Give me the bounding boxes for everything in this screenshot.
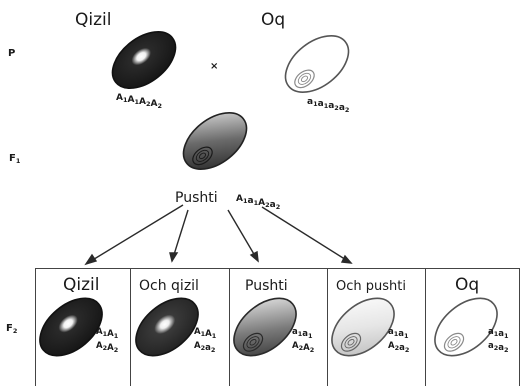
f2-genotype-bottom-qizil: A2A2 xyxy=(96,341,118,354)
f1-seed xyxy=(182,112,248,170)
f2-cell-oq: Oq a1a1 a2a2 xyxy=(434,275,509,357)
seed-germ-ring xyxy=(300,75,309,83)
seed-body xyxy=(284,35,350,93)
arrowhead-qizil xyxy=(84,253,98,266)
seed-body xyxy=(331,297,395,357)
f2-cell-och-qizil: Och qizil A1A1 A2a2 xyxy=(135,278,217,357)
f2-seed-och-pushti xyxy=(331,297,395,357)
seed-germ-ring xyxy=(447,336,461,349)
f2-label-och-pushti: Och pushti xyxy=(336,279,406,294)
f2-genotype-top-pushti: a1a1 xyxy=(292,327,313,340)
f2-seed-qizil xyxy=(39,297,103,357)
parent-red-seed xyxy=(111,31,177,89)
f2-genotype-bottom-och-pushti: A2a2 xyxy=(388,341,409,354)
f2-genotype-bottom-och-qizil: A2a2 xyxy=(194,341,215,354)
seed-germ-ring xyxy=(246,336,260,349)
seed-germ-ring xyxy=(195,149,210,162)
f2-genotype-bottom-pushti: A2A2 xyxy=(292,341,314,354)
seed-germ-ring xyxy=(450,339,458,346)
f2-seed-och-qizil xyxy=(135,297,199,357)
arrowhead-pushti xyxy=(249,250,259,263)
arrowhead-och-pushti xyxy=(340,254,353,264)
parent-white-label: Oq xyxy=(261,10,285,30)
parent-white-genotype: a1a1a2a2 xyxy=(307,97,349,114)
seed-body xyxy=(233,297,297,357)
seed-germ-ring xyxy=(198,152,207,160)
f2-genotype-top-oq: a1a1 xyxy=(488,327,509,340)
f2-cell-och-pushti: Och pushti a1a1 A2a2 xyxy=(331,279,409,357)
seed-germ-ring xyxy=(242,332,264,352)
row-label-p: P xyxy=(8,48,15,59)
row-label-f1: F1 xyxy=(9,153,21,165)
seed-germ-ring xyxy=(443,332,465,352)
f2-genotype-bottom-oq: a2a2 xyxy=(488,341,509,354)
f2-label-och-qizil: Och qizil xyxy=(139,278,199,294)
seed-germ-ring xyxy=(294,69,315,89)
cross-arrows xyxy=(84,204,353,266)
f2-table xyxy=(35,268,520,386)
f2-seed-pushti xyxy=(233,297,297,357)
seed-germ-ring xyxy=(249,339,257,346)
f2-seed-oq xyxy=(434,297,498,357)
seed-germ-ring xyxy=(192,146,213,166)
parent-red-genotype: A1A1A2A2 xyxy=(116,93,162,110)
parent-white-seed xyxy=(284,35,350,93)
f2-genotype-top-qizil: A1A1 xyxy=(96,327,119,340)
seed-body xyxy=(182,112,248,170)
row-label-f2: F2 xyxy=(6,323,17,335)
f2-label-oq: Oq xyxy=(455,275,479,295)
seed-germ-ring xyxy=(297,72,312,85)
seed-germ-ring xyxy=(344,336,358,349)
f2-cell-pushti: Pushti a1a1 A2A2 xyxy=(233,278,314,357)
f2-cell-qizil: Qizil A1A1 A2A2 xyxy=(39,275,119,357)
seed-germ-ring xyxy=(340,332,362,352)
seed-body xyxy=(111,31,177,89)
arrow-to-pushti xyxy=(227,209,259,262)
seed-germ-ring xyxy=(347,339,355,346)
arrow-to-qizil xyxy=(85,204,184,265)
f2-genotype-top-och-qizil: A1A1 xyxy=(194,327,217,340)
f1-genotype: A1a1A2a2 xyxy=(236,194,280,211)
f2-label-pushti: Pushti xyxy=(245,278,288,294)
f2-genotype-top-och-pushti: a1a1 xyxy=(388,327,409,340)
f2-label-qizil: Qizil xyxy=(63,275,99,295)
cross-sign: × xyxy=(210,61,218,72)
seed-body xyxy=(434,297,498,357)
f1-label: Pushti xyxy=(175,190,218,206)
parent-red-label: Qizil xyxy=(75,10,111,30)
f2-table-frame xyxy=(35,268,520,386)
arrowhead-och-qizil xyxy=(169,252,179,263)
seed-body xyxy=(39,297,103,357)
seed-body xyxy=(135,297,199,357)
arrow-to-och-pushti xyxy=(261,206,352,264)
